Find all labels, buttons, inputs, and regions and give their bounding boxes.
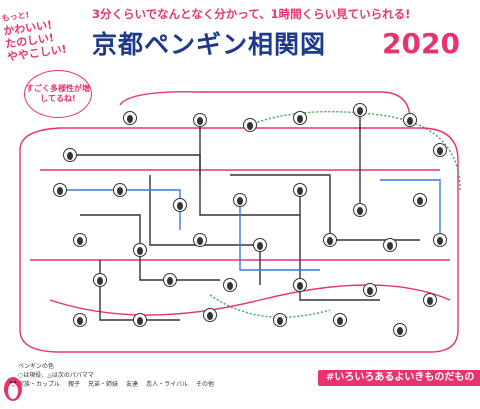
penguin-body-icon [437, 237, 443, 245]
penguin-body-icon [97, 277, 103, 285]
penguin-body-icon [57, 187, 63, 195]
legend-line-1: ペンギンの色 [18, 363, 55, 370]
penguin-body-icon [137, 317, 143, 325]
penguin-body-icon [297, 282, 303, 290]
penguin-body-icon [277, 317, 283, 325]
penguin-body-icon [437, 147, 443, 155]
penguin-body-icon [327, 237, 333, 245]
penguin-body-icon [297, 187, 303, 195]
penguin-body-icon [197, 117, 203, 125]
penguin-body-icon [407, 117, 413, 125]
penguin-body-icon [67, 152, 73, 160]
penguin-mascot-icon [4, 377, 22, 401]
legend-item: 家族・カップル [18, 381, 61, 388]
penguin-body-icon [207, 312, 213, 320]
legend: ペンギンの色 ○は現役、△は次のパパママ 家族・カップル 親子 兄弟・姉妹 友達… [18, 362, 278, 389]
penguin-body-icon [247, 122, 253, 130]
speech-bubble-text: すごく多様性が増してるね! [26, 84, 90, 103]
penguin-body-icon [127, 115, 133, 123]
penguin-body-icon [357, 107, 363, 115]
penguin-body-icon [137, 247, 143, 255]
legend-item: 友達 [126, 381, 139, 388]
hashtag-banner: #いろいろあるよいきものだもの [318, 370, 480, 386]
penguin-body-icon [237, 197, 243, 205]
legend-item: 兄弟・姉妹 [88, 381, 119, 388]
penguin-body-icon [427, 297, 433, 305]
penguin-body-icon [397, 327, 403, 335]
penguin-body-icon [167, 277, 173, 285]
penguin-body-icon [297, 115, 303, 123]
penguin-body-icon [357, 207, 363, 215]
year-label: 2020 [382, 27, 460, 60]
penguin-body-icon [177, 202, 183, 210]
penguin-body-icon [117, 187, 123, 195]
speech-bubble: すごく多様性が増してるね! [24, 70, 92, 118]
penguin-body-icon [197, 237, 203, 245]
penguin-body-icon [417, 197, 423, 205]
legend-item: その他 [195, 381, 214, 388]
page-title: 京都ペンギン相関図 [92, 30, 327, 59]
legend-line-2: ○は現役、△は次のパパママ [18, 372, 94, 379]
penguin-body-icon [367, 287, 373, 295]
subtitle: 3分くらいでなんとなく分かって、1時間くらい見ていられる! [92, 7, 411, 21]
legend-items: 家族・カップル 親子 兄弟・姉妹 友達 恋人・ライバル その他 [18, 380, 278, 389]
legend-item: 親子 [68, 381, 81, 388]
penguin-body-icon [77, 317, 83, 325]
penguin-body-icon [227, 282, 233, 290]
penguin-body-icon [77, 237, 83, 245]
legend-item: 恋人・ライバル [146, 381, 188, 388]
penguin-body-icon [387, 242, 393, 250]
penguin-body-icon [257, 242, 263, 250]
penguin-body-icon [337, 317, 343, 325]
